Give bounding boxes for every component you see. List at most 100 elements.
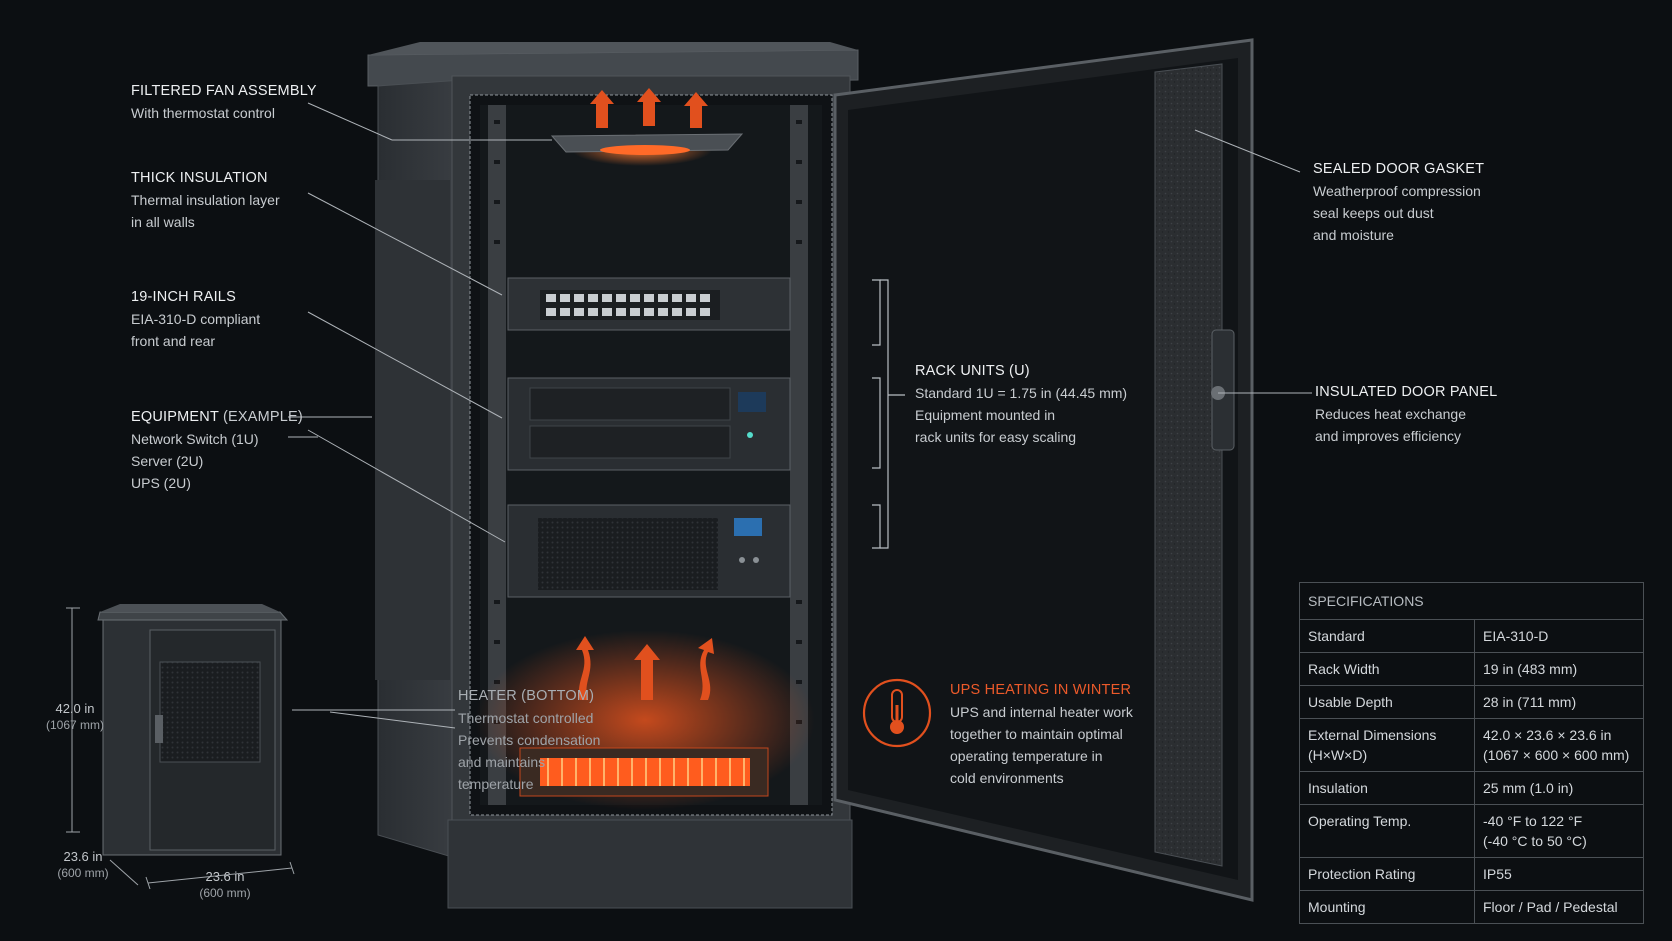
callout-gasket-desc-2: and moisture — [1313, 227, 1394, 243]
dimension-width-value: 23.6 in — [205, 869, 245, 884]
callout-equipment-desc-2: UPS (2U) — [131, 475, 191, 491]
server — [507, 377, 791, 471]
dimension-width: 23.6 in (600 mm) — [180, 868, 270, 902]
callout-equipment-title: EQUIPMENT — [131, 409, 219, 425]
callout-ups-heating-desc-0: UPS and internal heater work — [950, 704, 1133, 720]
spec-value-line: 42.0 × 23.6 × 23.6 in — [1483, 727, 1612, 743]
callout-heater-desc-1: Prevents condensation — [458, 732, 601, 748]
callout-heater: HEATER (BOTTOM) Thermostat controlled Pr… — [458, 685, 600, 795]
callout-insulation-desc-0: Thermal insulation layer — [131, 192, 280, 208]
spec-value-line: IP55 — [1483, 866, 1512, 882]
heat-arrows-bottom — [576, 636, 714, 700]
dimension-height: 42.0 in (1067 mm) — [20, 700, 130, 734]
callout-heater-desc-3: temperature — [458, 776, 534, 792]
callout-ups-heating: UPS HEATING IN WINTER UPS and internal h… — [950, 679, 1133, 789]
spec-key: Insulation — [1299, 771, 1475, 805]
spec-value-line: (-40 °C to 50 °C) — [1483, 833, 1587, 849]
spec-key: External Dimensions (H×W×D) — [1299, 718, 1475, 772]
callout-ups-heating-desc-2: operating temperature in — [950, 748, 1103, 764]
ups — [507, 504, 791, 598]
callout-heater-desc-0: Thermostat controlled — [458, 710, 594, 726]
spec-value: IP55 — [1474, 857, 1644, 891]
spec-key: Protection Rating — [1299, 857, 1475, 891]
thermometer-icon — [862, 678, 932, 748]
spec-value-line: 19 in (483 mm) — [1483, 661, 1578, 677]
table-row: Mounting Floor / Pad / Pedestal — [1299, 890, 1644, 924]
spec-value: -40 °F to 122 °F(-40 °C to 50 °C) — [1474, 804, 1644, 858]
callout-fan-desc-0: With thermostat control — [131, 105, 275, 121]
callout-door-panel-desc-1: and improves efficiency — [1315, 428, 1462, 444]
dimension-height-sub: (1067 mm) — [45, 718, 104, 732]
spec-key: Standard — [1299, 619, 1475, 653]
spec-value: EIA-310-D — [1474, 619, 1644, 653]
callout-door-panel-desc-0: Reduces heat exchange — [1315, 406, 1466, 422]
callout-insulation-title: THICK INSULATION — [131, 170, 268, 186]
table-row: Rack Width 19 in (483 mm) — [1299, 652, 1644, 686]
table-row: Usable Depth 28 in (711 mm) — [1299, 685, 1644, 719]
fan-assembly — [550, 133, 744, 166]
spec-title: SPECIFICATIONS — [1299, 582, 1644, 620]
callout-rails: 19-INCH RAILS EIA-310-D compliant front … — [131, 286, 260, 352]
leader-lines — [288, 102, 1312, 729]
heat-arrows-top — [590, 88, 708, 128]
spec-key: Usable Depth — [1299, 685, 1475, 719]
table-row: Insulation 25 mm (1.0 in) — [1299, 771, 1644, 805]
spec-value-line: 25 mm (1.0 in) — [1483, 780, 1574, 796]
callout-gasket-title: SEALED DOOR GASKET — [1313, 161, 1485, 177]
small-cabinet-illustration — [97, 604, 289, 856]
dimension-height-value: 42.0 in — [55, 701, 95, 716]
table-row: Protection Rating IP55 — [1299, 857, 1644, 891]
spec-value: Floor / Pad / Pedestal — [1474, 890, 1644, 924]
spec-header-row: SPECIFICATIONS — [1299, 582, 1644, 620]
callout-equipment: EQUIPMENT (EXAMPLE) Network Switch (1U) … — [131, 406, 303, 494]
callout-insulation: THICK INSULATION Thermal insulation laye… — [131, 167, 280, 233]
spec-key: Rack Width — [1299, 652, 1475, 686]
callout-equipment-desc-1: Server (2U) — [131, 453, 204, 469]
callout-rack-units-desc-1: Equipment mounted in — [915, 407, 1056, 423]
callout-ups-heating-desc-3: cold environments — [950, 770, 1064, 786]
table-row: External Dimensions (H×W×D) 42.0 × 23.6 … — [1299, 718, 1644, 772]
spec-key: Mounting — [1299, 890, 1475, 924]
cabinet-door — [833, 38, 1254, 902]
heater — [475, 630, 815, 810]
spec-value-line: Floor / Pad / Pedestal — [1483, 899, 1618, 915]
callout-rack-units-desc-2: rack units for easy scaling — [915, 429, 1077, 445]
dimension-depth-sub: (600 mm) — [57, 866, 109, 880]
table-row: Standard EIA-310-D — [1299, 619, 1644, 653]
callout-ups-heating-desc-1: together to maintain optimal — [950, 726, 1123, 742]
callout-rails-title: 19-INCH RAILS — [131, 289, 236, 305]
table-row: Operating Temp. -40 °F to 122 °F(-40 °C … — [1299, 804, 1644, 858]
callout-insulation-desc-1: in all walls — [131, 214, 195, 230]
callout-heater-title: HEATER (BOTTOM) — [458, 688, 595, 704]
callout-gasket-desc-0: Weatherproof compression — [1313, 183, 1481, 199]
spec-value: 28 in (711 mm) — [1474, 685, 1644, 719]
spec-value-line: (1067 × 600 × 600 mm) — [1483, 747, 1630, 763]
spec-value-line: 28 in (711 mm) — [1483, 694, 1577, 710]
specifications-table: SPECIFICATIONS Standard EIA-310-D Rack W… — [1299, 582, 1644, 924]
callout-rack-units: RACK UNITS (U) Standard 1U = 1.75 in (44… — [915, 360, 1127, 448]
spec-value: 42.0 × 23.6 × 23.6 in (1067 × 600 × 600 m… — [1474, 718, 1644, 772]
callout-rails-desc-0: EIA-310-D compliant — [131, 311, 261, 327]
callout-door-gasket: SEALED DOOR GASKET Weatherproof compress… — [1313, 158, 1484, 246]
dimension-lines — [66, 607, 295, 890]
dimension-width-sub: (600 mm) — [199, 886, 251, 900]
callout-heater-desc-2: and maintains — [458, 754, 546, 770]
callout-equipment-title-suffix: (EXAMPLE) — [222, 409, 303, 425]
callout-rack-units-title: RACK UNITS (U) — [915, 363, 1030, 379]
callout-fan-assembly: FILTERED FAN ASSEMBLY With thermostat co… — [131, 80, 317, 124]
callout-rails-desc-1: front and rear — [131, 333, 216, 349]
rack-rails — [488, 105, 808, 805]
callout-ups-heating-title: UPS HEATING IN WINTER — [950, 682, 1132, 698]
callout-gasket-desc-1: seal keeps out dust — [1313, 205, 1434, 221]
rack-unit-brackets — [872, 279, 905, 549]
callout-fan-title: FILTERED FAN ASSEMBLY — [131, 83, 317, 99]
spec-key: Operating Temp. — [1299, 804, 1475, 858]
callout-rack-units-desc-0: Standard 1U = 1.75 in (44.45 mm) — [915, 385, 1128, 401]
callout-door-panel: INSULATED DOOR PANEL Reduces heat exchan… — [1315, 381, 1497, 447]
dimension-depth: 23.6 in (600 mm) — [38, 848, 128, 882]
spec-value: 19 in (483 mm) — [1474, 652, 1644, 686]
spec-value: 25 mm (1.0 in) — [1474, 771, 1644, 805]
dimension-depth-value: 23.6 in — [63, 849, 103, 864]
network-switch — [507, 277, 791, 331]
